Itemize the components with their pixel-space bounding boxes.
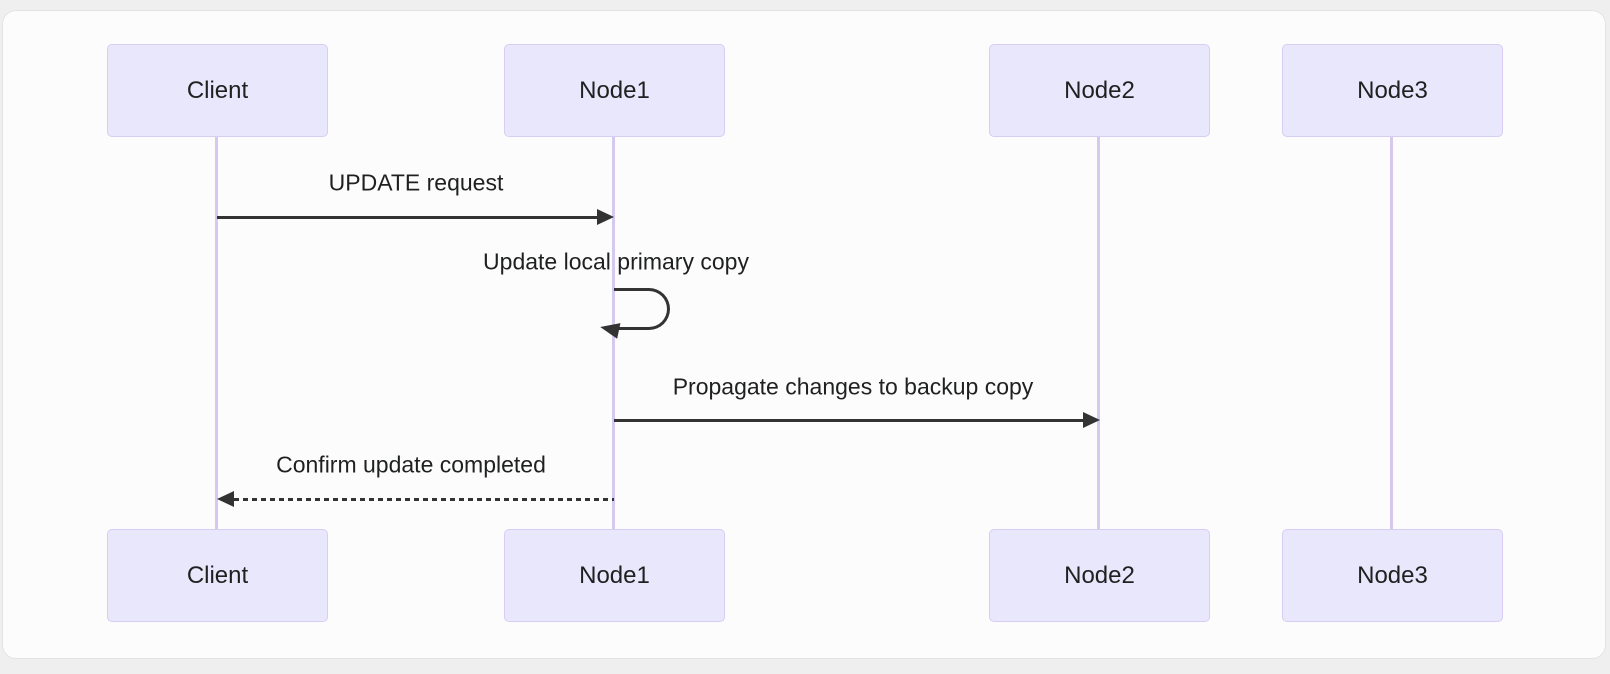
actor-node1-bottom: Node1 — [504, 529, 725, 622]
actor-node1-bottom-label: Node1 — [579, 561, 650, 589]
arrowhead-right-icon — [1083, 412, 1100, 428]
message-2-self-loop — [614, 288, 670, 330]
message-4-label: Confirm update completed — [276, 451, 546, 478]
arrowhead-right-icon — [597, 209, 614, 225]
message-3-line — [614, 419, 1084, 422]
lifeline-node1 — [612, 137, 615, 529]
actor-node2-bottom: Node2 — [989, 529, 1210, 622]
message-3-label: Propagate changes to backup copy — [672, 373, 1034, 400]
actor-node1-top: Node1 — [504, 44, 725, 137]
actor-client-bottom-label: Client — [186, 561, 249, 589]
lifeline-node2 — [1097, 137, 1100, 529]
message-4-dashed-line — [234, 498, 614, 501]
actor-client-top-label: Client — [186, 76, 249, 104]
actor-node2-top: Node2 — [989, 44, 1210, 137]
actor-node1-top-label: Node1 — [579, 76, 650, 104]
actor-node3-bottom-label: Node3 — [1357, 561, 1428, 589]
actor-node3-top: Node3 — [1282, 44, 1503, 137]
message-2-label: Update local primary copy — [483, 248, 749, 275]
actor-node2-bottom-label: Node2 — [1064, 561, 1135, 589]
actor-client-top: Client — [107, 44, 328, 137]
actor-node3-bottom: Node3 — [1282, 529, 1503, 622]
actor-client-bottom: Client — [107, 529, 328, 622]
message-1-label: UPDATE request — [328, 169, 504, 196]
lifeline-client — [215, 137, 218, 529]
arrowhead-left-icon — [217, 491, 234, 507]
actor-node3-top-label: Node3 — [1357, 76, 1428, 104]
message-1-line — [217, 216, 598, 219]
lifeline-node3 — [1390, 137, 1393, 529]
actor-node2-top-label: Node2 — [1064, 76, 1135, 104]
